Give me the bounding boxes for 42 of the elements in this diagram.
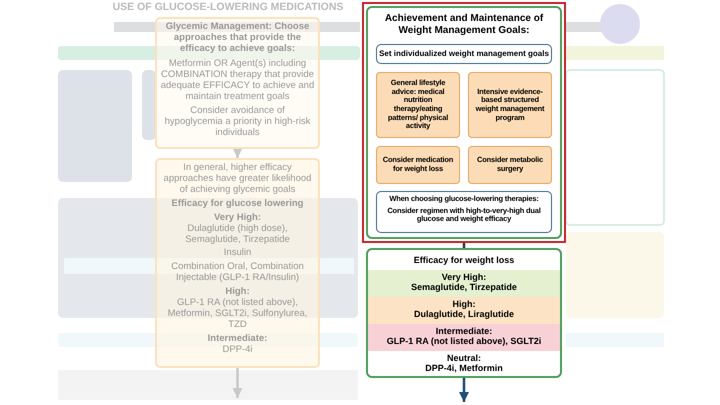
goal-text: Set individualized weight management goals [379,49,549,59]
drug-list: GLP-1 RA (not listed above), Metformin, SGLT2i, Sulfonylurea, TZD [160,298,315,331]
tier-label: Intermediate: [206,334,268,345]
drug-list: Semaglutide, Tirzepatide [368,282,560,293]
faded-section-box [155,158,320,368]
tier-label: Very High: [213,212,262,224]
note-text: Consider avoidance of hypoglycemia a priority in high-risk individuals [164,106,312,140]
connector-line [462,243,466,248]
body-text: Metformin OR Agent(s) including COMBINATION therapy that provide adequate EFFICACY to achieve and maintain treatment goals [160,58,315,102]
efficacy-band [368,297,560,324]
arrow [232,148,242,158]
tier-label: Very High: [440,272,488,282]
heading-text: Glycemic Management: Choose approaches that provide the efficacy to achieve goals: [164,22,310,55]
arrow [459,378,469,402]
heading-text: Achievement and Maintenance of Weight Management Goals: [384,13,544,36]
body-text: In general, higher efficacy approaches have greater likelihood of achieving glycemic goals [162,163,312,196]
drug-list: Dulaglutide, Liraglutide [368,309,560,320]
faded-section-box [155,17,320,149]
option-box [468,72,552,138]
efficacy-band [368,351,560,373]
efficacy-band [368,270,560,297]
arrow [232,368,242,398]
efficacy-band [368,324,560,351]
efficacy-panel [366,248,562,378]
therapy-box [376,191,552,233]
title-text: USE OF GLUCOSE-LOWERING MEDICATIONS [112,1,344,13]
option-box [376,146,460,184]
drug-list: Insulin [160,248,315,260]
tier-label: High: [452,299,476,310]
heading-text: Efficacy for glucose lowering [170,198,304,210]
option-box [376,72,460,138]
option-box [468,146,552,184]
drug-list: DPP-4i [160,344,315,356]
drug-list: Combination Oral, Combination Injectable (GLP-1 RA/Insulin) [160,262,315,284]
goal-box [376,44,552,64]
drug-list: DPP-4i, Metformin [368,363,560,374]
drug-list: Dulaglutide (high dose), Semaglutide, Tirzepatide [160,224,315,246]
tier-label: Neutral: [446,353,482,364]
heading-text: Efficacy for weight loss [412,255,516,266]
tier-label: High: [224,287,251,298]
drug-list: GLP-1 RA (not listed above), SGLT2i [368,336,560,347]
tier-label: Intermediate: [434,326,494,336]
